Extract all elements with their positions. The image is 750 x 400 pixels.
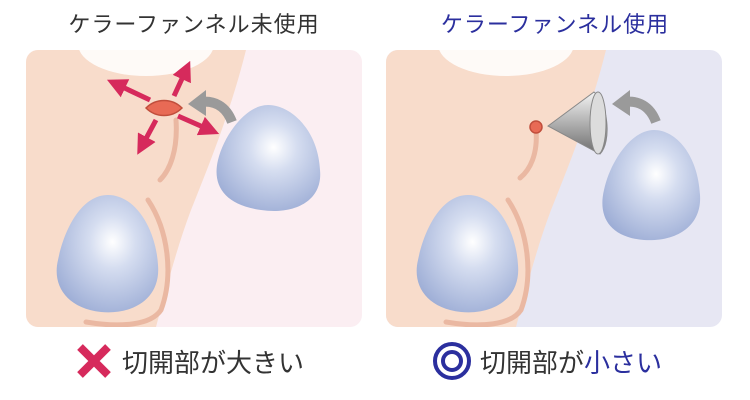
incision-mark — [529, 120, 543, 134]
panel-with-funnel — [386, 50, 722, 327]
caption-text: 切開部が大きい — [122, 348, 305, 379]
crease-line — [443, 197, 531, 327]
title-without-funnel: ケラーファンネル未使用 — [68, 13, 320, 38]
implant-outside — [216, 105, 321, 211]
crease-line — [83, 197, 171, 327]
crease-line — [517, 127, 539, 181]
implant-inside — [56, 195, 159, 313]
keller-funnel-opening — [589, 91, 607, 155]
caption-without-funnel: 切開部が大きい — [74, 338, 304, 384]
expand-arrow — [176, 113, 220, 136]
implant-inside — [416, 195, 519, 313]
insert-arrow-head — [188, 90, 206, 116]
caption-accent-text: 小さい — [584, 348, 663, 379]
cross-icon — [74, 341, 114, 381]
expand-arrow — [106, 79, 152, 103]
panel-without-funnel — [26, 50, 362, 327]
insert-arrow-head — [612, 90, 630, 116]
expand-arrow — [171, 60, 191, 98]
incision-mark — [144, 99, 184, 117]
implant-outside — [602, 130, 701, 241]
double-circle-icon — [432, 341, 472, 381]
crease-line — [157, 117, 179, 183]
skin-highlight — [439, 50, 573, 76]
illustration-without-funnel — [26, 50, 362, 327]
illustration-with-funnel — [386, 50, 722, 327]
expand-arrow — [137, 118, 159, 155]
caption-text: 切開部が — [480, 348, 585, 379]
title-with-funnel: ケラーファンネル使用 — [440, 13, 670, 38]
caption-with-funnel: 切開部が小さい — [432, 338, 662, 384]
